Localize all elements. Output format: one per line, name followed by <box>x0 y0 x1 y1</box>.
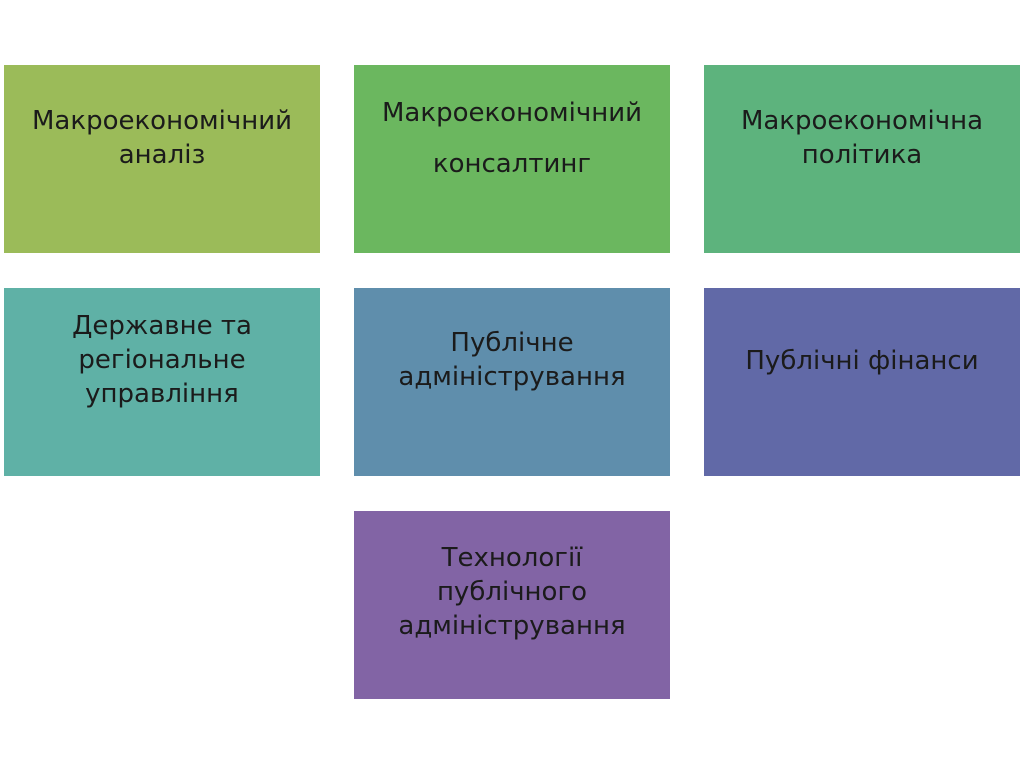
box-label-line: Державне та <box>72 311 252 341</box>
box-label-line: адміністрування <box>398 362 626 392</box>
box-label-line: Макроекономічний <box>32 106 292 136</box>
box-label-line: політика <box>801 140 923 170</box>
box-macroeconomic-consulting: Макроекономічний консалтинг <box>354 65 670 253</box>
box-public-administration: Публічне адміністрування <box>354 288 670 476</box>
box-label-line: Публічне <box>450 328 574 358</box>
box-label-line: аналіз <box>118 140 206 170</box>
box-macroeconomic-policy: Макроекономічна політика <box>704 65 1020 253</box>
box-label-line: регіональне <box>78 345 246 375</box>
box-label-line: управління <box>85 379 239 409</box>
box-public-finance: Публічні фінанси <box>704 288 1020 476</box>
box-label-line: Публічні фінанси <box>745 346 979 376</box>
box-label-line: Технології <box>441 543 583 573</box>
box-label-line: Макроекономічна <box>740 106 984 136</box>
box-label-line: консалтинг <box>432 149 592 179</box>
box-label-line: Макроекономічний <box>382 98 642 128</box>
box-state-regional-governance: Державне та регіональне управління <box>4 288 320 476</box>
box-public-administration-technologies: Технології публічного адміністрування <box>354 511 670 699</box>
box-macroeconomic-analysis: Макроекономічний аналіз <box>4 65 320 253</box>
box-label-line: адміністрування <box>398 611 626 641</box>
box-label-line: публічного <box>436 577 588 607</box>
